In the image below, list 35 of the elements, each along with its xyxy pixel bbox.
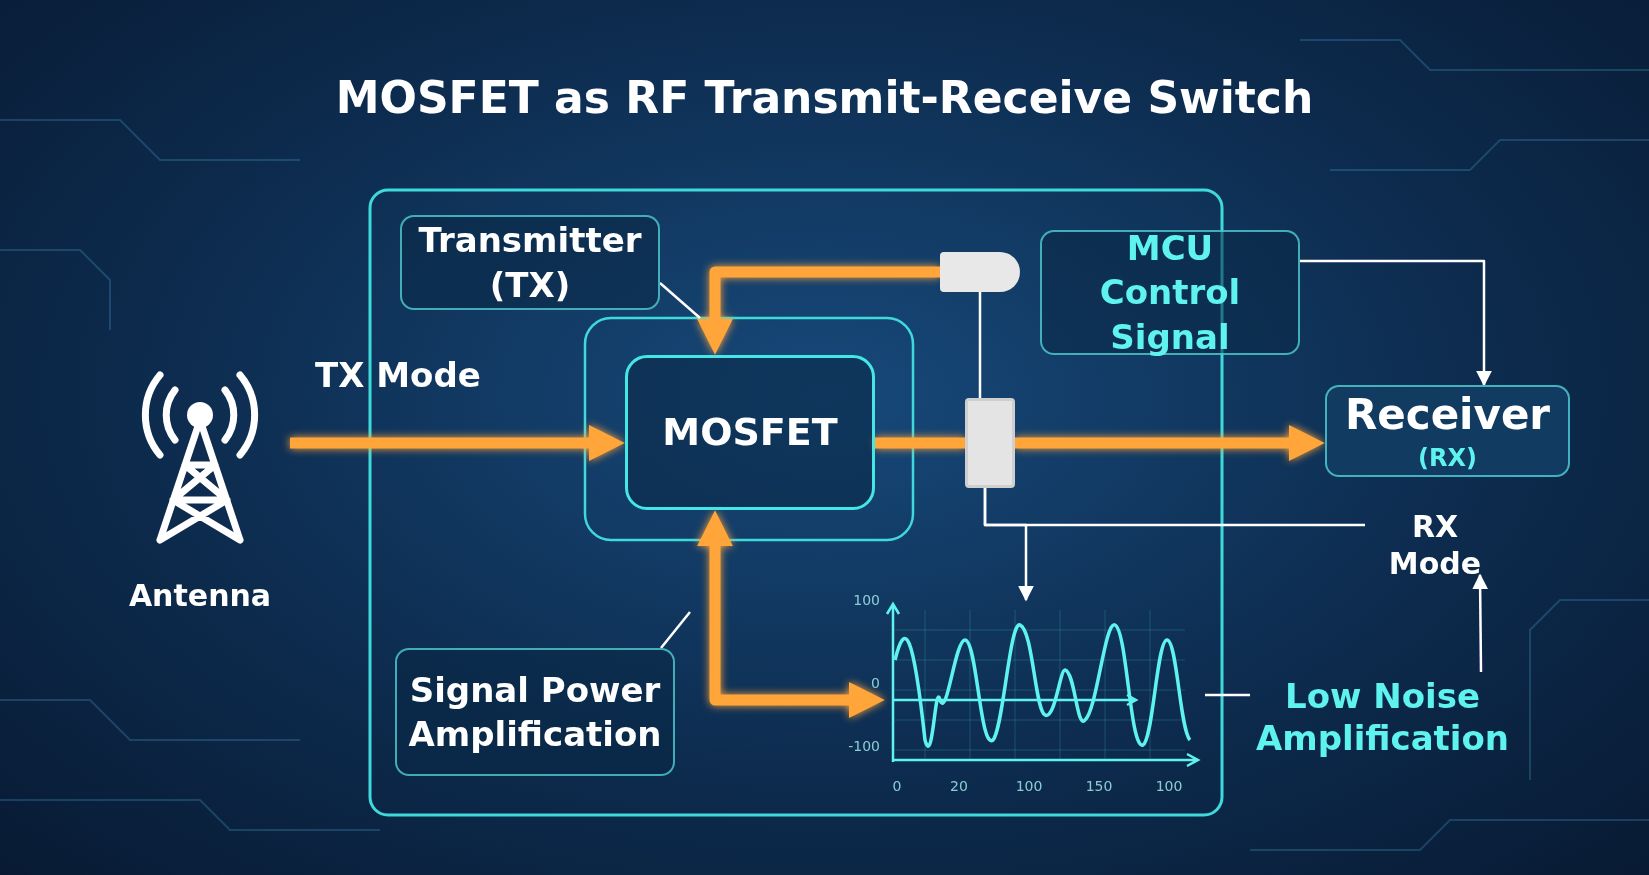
- tick-label: 100: [1014, 778, 1044, 794]
- node-label: MOSFET: [662, 408, 838, 456]
- tick-label: 100: [852, 592, 880, 608]
- edge-label: TX Mode: [315, 355, 481, 395]
- leader-line: [660, 611, 691, 649]
- switch-component: [965, 398, 1015, 488]
- tick-label: 0: [891, 778, 903, 794]
- leader-line: [659, 282, 701, 319]
- process-box: [400, 215, 660, 310]
- node-label: Transmitter (TX): [417, 219, 643, 307]
- node-label: RX Mode: [1365, 515, 1505, 575]
- process-box: [1040, 230, 1300, 355]
- arrow: [1300, 259, 1492, 387]
- arrow: [1015, 425, 1325, 461]
- mosfet-box: [625, 355, 875, 510]
- process-box: [1325, 385, 1570, 477]
- tick-label: 150: [1084, 778, 1114, 794]
- node-label: Receiver: [1344, 389, 1551, 442]
- tick-label: 0: [870, 675, 880, 691]
- tick-label: -100: [847, 738, 880, 754]
- process-box: [395, 648, 675, 776]
- arrow: [983, 488, 1034, 602]
- title: MOSFET as RF Transmit-Receive Switch: [334, 72, 1315, 123]
- tick-label: 20: [949, 778, 969, 794]
- node-label: Low Noise Amplification: [1250, 672, 1515, 762]
- node-label: Signal Power Amplification: [407, 668, 663, 756]
- node-label: MCU Control Signal: [1098, 227, 1242, 359]
- arrow: [290, 425, 625, 461]
- arrow: [697, 510, 885, 718]
- plug-shape: [940, 252, 1020, 292]
- tick-label: 100: [1154, 778, 1184, 794]
- node-label: Antenna: [127, 578, 273, 613]
- node-sublabel: (RX): [1418, 442, 1477, 474]
- arrow: [1472, 573, 1489, 672]
- arrow: [697, 266, 940, 355]
